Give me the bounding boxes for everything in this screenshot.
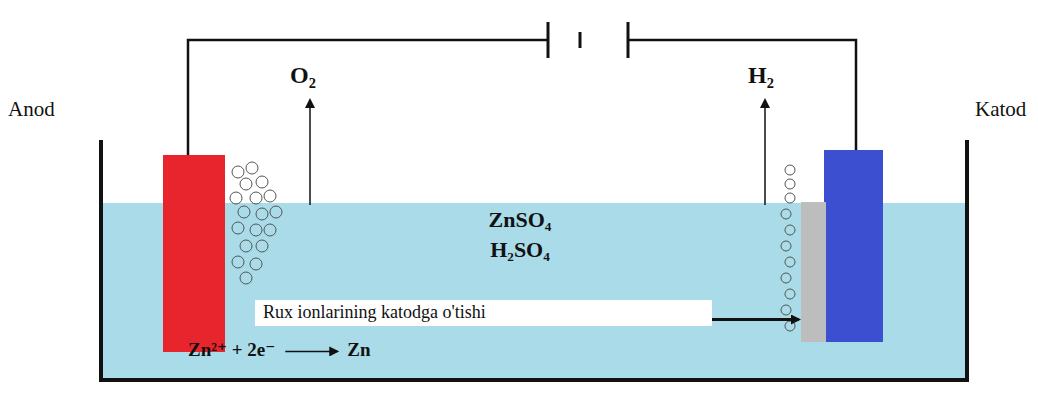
note-text: Rux ionlarining katodga o'tishi bbox=[263, 303, 704, 323]
gas-formula: H₂ bbox=[748, 62, 774, 88]
cathode-electrode bbox=[824, 150, 883, 342]
electrode-label: Katod bbox=[975, 98, 1026, 121]
anode-electrode bbox=[163, 155, 225, 352]
reaction-equation: Zn bbox=[347, 340, 370, 361]
gas-arrow bbox=[764, 100, 766, 205]
ion-arrow bbox=[712, 318, 799, 321]
reaction-equation: Zn²⁺ + 2e⁻ bbox=[188, 340, 275, 361]
gas-arrow bbox=[309, 100, 311, 205]
reaction-arrow bbox=[285, 351, 337, 353]
gas-bubbles bbox=[230, 162, 795, 331]
gas-formula: O₂ bbox=[290, 62, 316, 88]
electrode-label: Anod bbox=[8, 98, 55, 121]
battery-symbol bbox=[548, 22, 628, 58]
note-box: Rux ionlarining katodga o'tishi bbox=[255, 300, 712, 326]
electrolyte-formula: H₂SO₄ bbox=[490, 238, 550, 262]
tank bbox=[101, 140, 967, 380]
electrolyte-formula: ZnSO₄ bbox=[489, 208, 552, 232]
wire bbox=[188, 40, 856, 155]
zinc-layer bbox=[801, 202, 826, 342]
